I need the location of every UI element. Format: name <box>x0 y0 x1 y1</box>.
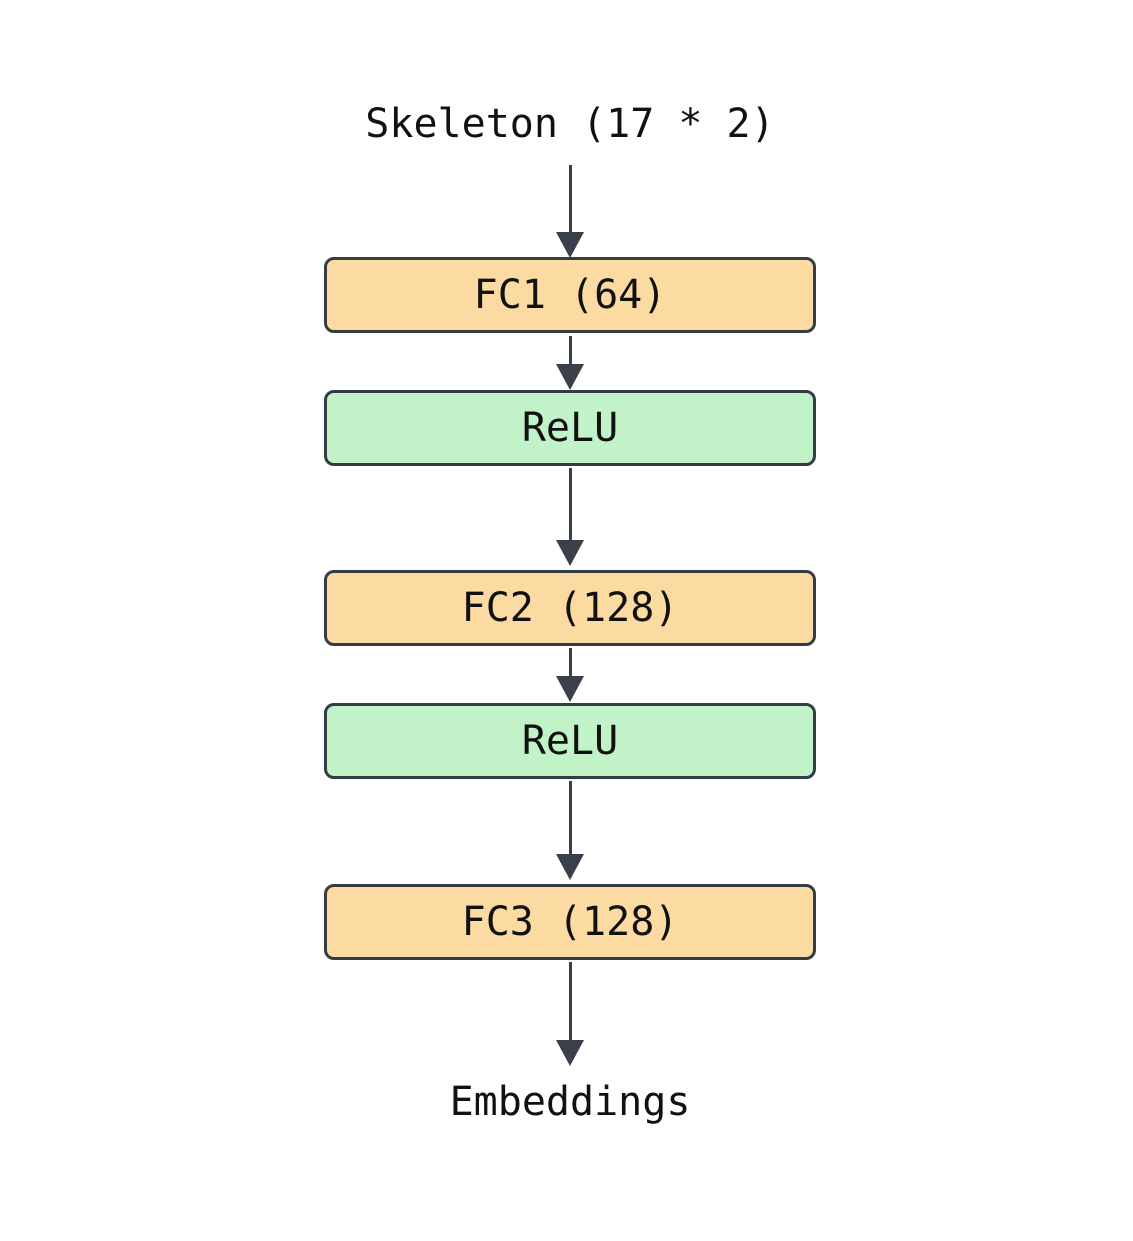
node-relu1: ReLU <box>324 390 816 466</box>
arrow-input-to-fc1 <box>556 165 584 258</box>
arrow-relu2-to-fc3 <box>556 781 584 880</box>
node-fc1: FC1 (64) <box>324 257 816 333</box>
node-fc2-label: FC2 (128) <box>461 585 679 631</box>
arrow-shaft <box>568 468 572 540</box>
arrowhead-down-icon <box>556 540 584 566</box>
arrow-fc2-to-relu2 <box>556 648 584 702</box>
arrowhead-down-icon <box>556 676 584 702</box>
arrow-shaft <box>568 336 572 364</box>
node-relu1-label: ReLU <box>521 405 619 451</box>
node-relu2-label: ReLU <box>521 718 619 764</box>
node-fc3: FC3 (128) <box>324 884 816 960</box>
node-relu2: ReLU <box>324 703 816 779</box>
arrow-shaft <box>568 165 572 232</box>
arrowhead-down-icon <box>556 364 584 390</box>
output-label: Embeddings <box>449 1079 691 1125</box>
arrow-shaft <box>568 648 572 676</box>
arrow-relu1-to-fc2 <box>556 468 584 566</box>
node-fc1-label: FC1 (64) <box>473 272 667 318</box>
input-label: Skeleton (17 * 2) <box>365 101 775 147</box>
arrow-fc3-to-output <box>556 962 584 1066</box>
arrowhead-down-icon <box>556 1040 584 1066</box>
arrow-fc1-to-relu1 <box>556 336 584 390</box>
arrow-shaft <box>568 781 572 854</box>
node-fc3-label: FC3 (128) <box>461 899 679 945</box>
arrowhead-down-icon <box>556 854 584 880</box>
arrow-shaft <box>568 962 572 1040</box>
node-fc2: FC2 (128) <box>324 570 816 646</box>
arrowhead-down-icon <box>556 232 584 258</box>
